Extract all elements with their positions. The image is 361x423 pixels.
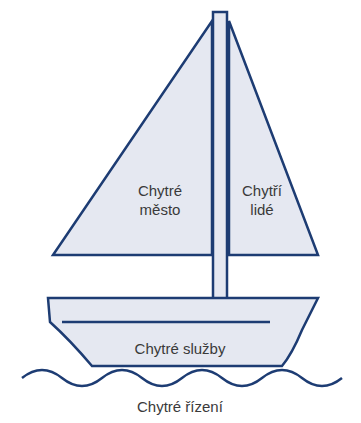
sail-left-outline <box>50 18 214 258</box>
sail-right-outline <box>226 18 322 258</box>
hull: Chytré služby <box>40 292 326 370</box>
hull-outline <box>40 292 326 370</box>
base-label: Chytré řízení <box>137 397 223 416</box>
node-text: Chytré město <box>128 181 192 219</box>
mast <box>213 12 227 302</box>
node-text: Chytří lidé <box>234 181 290 219</box>
sail-left: Chytré město <box>50 18 214 258</box>
node-text: Chytré služby <box>90 339 270 358</box>
sail-right: Chytří lidé <box>226 18 322 258</box>
waves <box>22 370 342 386</box>
